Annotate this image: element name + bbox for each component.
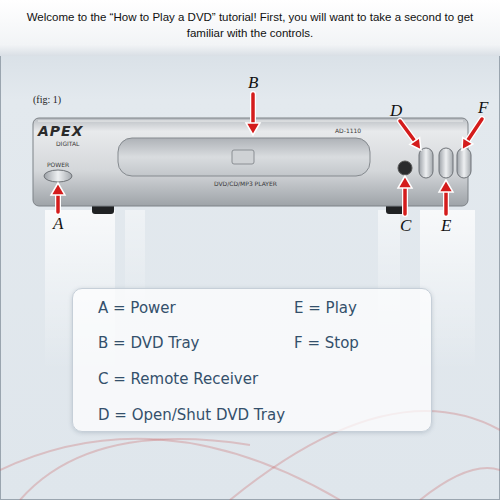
callout-letter: D — [390, 102, 402, 120]
legend-entry: C = Remote Receiver — [98, 370, 258, 388]
legend-entry: A = Power — [98, 299, 176, 317]
brand-logo: APEX — [38, 123, 83, 139]
model-number: AD-1110 — [335, 127, 361, 134]
callout-letter: C — [400, 217, 411, 235]
legend-panel: A = Power B = DVD Tray C = Remote Receiver… — [72, 288, 432, 432]
legend-entry: D = Open/Shut DVD Tray — [98, 406, 285, 424]
callout-letter: E — [441, 217, 451, 235]
callout-letter: B — [248, 74, 258, 92]
callout-letter: A — [53, 215, 63, 233]
tutorial-title: Welcome to the “How to Play a DVD” tutor… — [20, 9, 480, 41]
legend-entry: F = Stop — [294, 334, 359, 352]
legend-entry: E = Play — [294, 299, 357, 317]
brand-subtitle: DIGITAL — [56, 140, 79, 147]
legend-entry: B = DVD Tray — [98, 334, 199, 352]
player-type-label: DVD/CD/MP3 PLAYER — [214, 180, 277, 187]
callout-letter: F — [478, 99, 488, 117]
power-label: POWER — [47, 161, 69, 168]
figure-number: (fig: 1) — [33, 94, 61, 106]
